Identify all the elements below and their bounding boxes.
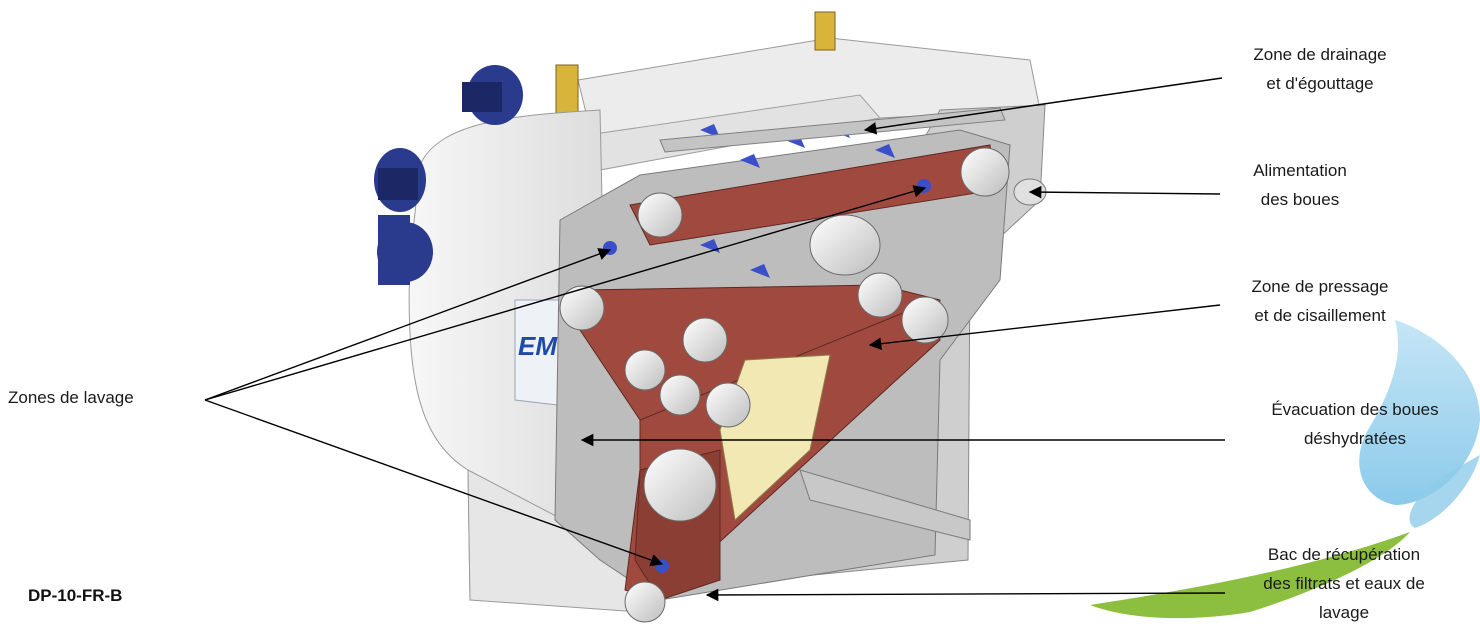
machine-logo: EM bbox=[518, 331, 558, 361]
lifting-lug bbox=[814, 11, 836, 51]
document-reference: DP-10-FR-B bbox=[28, 586, 123, 605]
water-drop-logo bbox=[1090, 320, 1480, 619]
callout-lines bbox=[204, 77, 1226, 602]
motor-icon bbox=[374, 65, 523, 285]
roller-icon bbox=[559, 147, 1010, 623]
belt-press-machine: EM bbox=[374, 11, 1047, 623]
label-wash-zones: Zones de lavage bbox=[8, 388, 134, 407]
lifting-lug bbox=[555, 64, 579, 116]
